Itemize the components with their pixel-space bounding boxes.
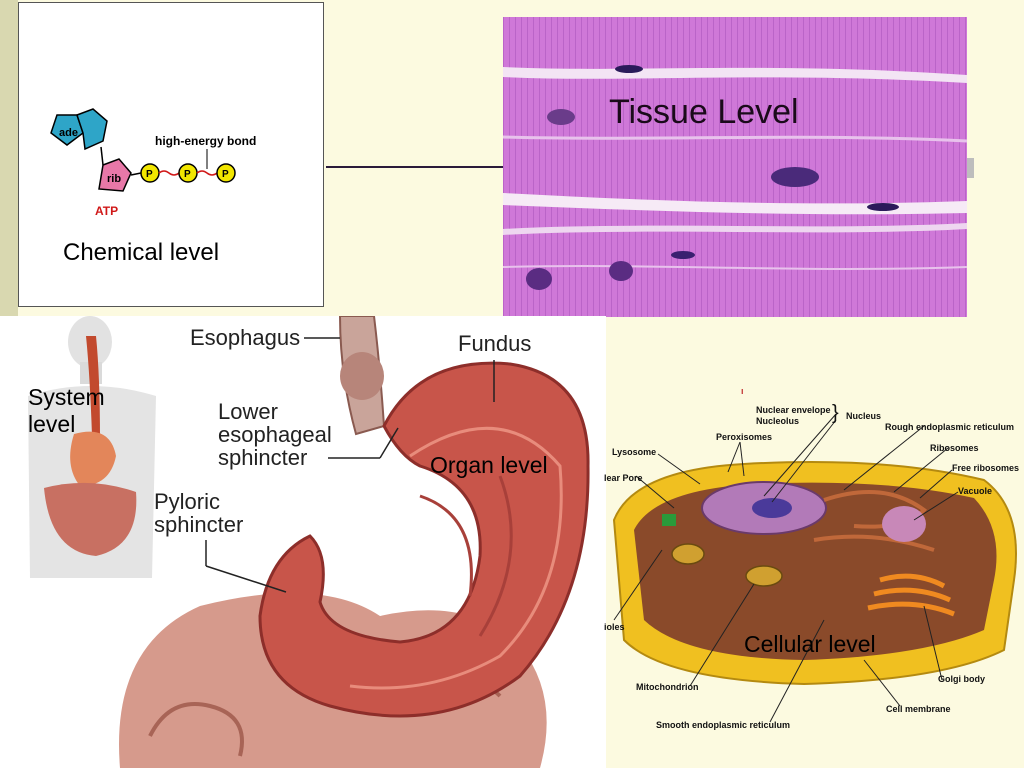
nuclear-envelope-label: Nuclear envelope <box>756 405 831 415</box>
atp-diagram: ade rib P P P high-energy bond ATP <box>50 108 256 218</box>
muscle-tissue-image <box>503 17 967 317</box>
rough-er-label: Rough endoplasmic reticulum <box>885 422 1015 432</box>
atp-label: ATP <box>95 204 118 218</box>
organ-level-caption: Organ level <box>430 452 548 478</box>
phosphate-label-2: P <box>184 169 191 180</box>
system-level-caption: System level <box>28 384 105 437</box>
cellular-level-panel: ı Nuclear envelope Nucleolus } Nucleus R… <box>604 380 1024 768</box>
phosphate-label-1: P <box>146 169 153 180</box>
ribosomes-label: Ribosomes <box>930 443 979 453</box>
smooth-er-label: Smooth endoplasmic reticulum <box>656 720 791 730</box>
tissue-level-caption: Tissue Level <box>609 93 799 131</box>
ribose-pentagon <box>98 158 132 192</box>
human-body-figure <box>28 316 156 578</box>
chemical-level-caption: Chemical level <box>63 239 220 266</box>
high-energy-bond-label: high-energy bond <box>155 134 256 148</box>
nucleolus-label: Nucleolus <box>756 416 800 426</box>
free-ribosomes-label: Free ribosomes <box>952 463 1020 473</box>
golgi-body-label: Golgi body <box>938 674 985 684</box>
peroxisomes-label: Peroxisomes <box>716 432 773 442</box>
stomach-shape <box>258 361 590 718</box>
organ-level-panel: Esophagus Fundus Lower esophageal sphinc… <box>0 316 606 768</box>
fundus-label: Fundus <box>458 331 532 356</box>
mitochondrion-label: Mitochondrion <box>636 682 699 692</box>
connector-tick <box>966 158 974 178</box>
nucleus-brace: } <box>832 402 839 424</box>
svg-text:ı: ı <box>741 386 744 396</box>
pyloric-sphincter-label: Pyloric sphincter <box>154 489 244 537</box>
chemical-level-panel: ade rib P P P high-energy bond ATP Chemi… <box>18 2 324 307</box>
adenine-label: ade <box>59 127 78 139</box>
left-stripe <box>0 0 18 320</box>
ribose-label: rib <box>107 173 121 185</box>
tissue-level-panel: Tissue Level <box>503 17 967 317</box>
vacuole-label: Vacuole <box>958 486 993 496</box>
esophagus-label: Esophagus <box>190 325 301 350</box>
nuclear-pore-label: lear Pore <box>604 473 643 483</box>
animal-cell-illustration: ı <box>612 386 1017 723</box>
phosphate-label-3: P <box>222 169 229 180</box>
cell-membrane-label: Cell membrane <box>886 704 951 714</box>
nucleus-label: Nucleus <box>846 411 882 421</box>
phosphate-3 <box>216 163 236 183</box>
connector-line <box>326 166 506 168</box>
cellular-level-caption: Cellular level <box>744 631 876 657</box>
lysosome-label: Lysosome <box>612 447 657 457</box>
adenine-pentagon <box>50 114 84 146</box>
vacuoles-label: ioles <box>604 622 625 632</box>
adenine-hexagon <box>76 108 108 151</box>
lower-esophageal-sphincter-label: Lower esophageal sphincter <box>218 399 332 470</box>
stomach-illustration <box>28 316 590 768</box>
